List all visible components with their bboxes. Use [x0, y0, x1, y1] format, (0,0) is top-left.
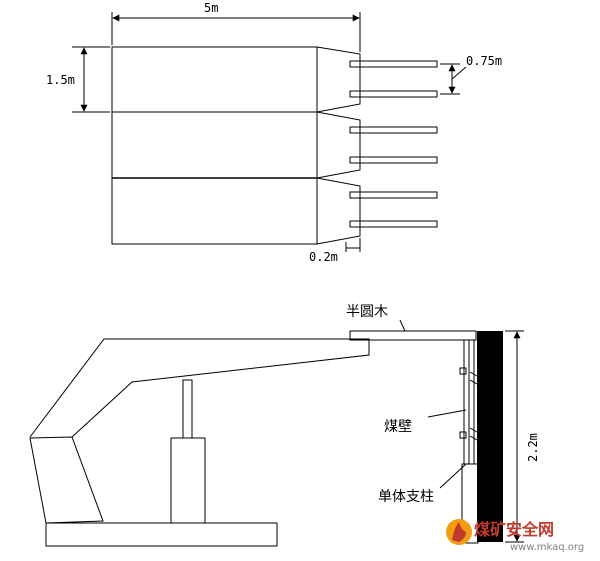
- single-prop: [463, 339, 470, 465]
- canopy-head-1: [316, 46, 361, 113]
- wall-height-label: 2.2m: [526, 433, 540, 462]
- coal-wall-label: 煤壁: [384, 419, 412, 435]
- coal-wall: [477, 331, 503, 542]
- side-view: [29, 319, 524, 547]
- spacing-label: 0.75m: [466, 54, 502, 68]
- shield-body-2: [111, 111, 318, 179]
- width-label: 5m: [204, 1, 218, 15]
- height-label: 1.5m: [46, 73, 75, 87]
- front-beam: [349, 126, 438, 134]
- flame-logo: [446, 519, 472, 545]
- half-log-label: 半圆木: [346, 304, 388, 320]
- watermark: 煤矿安全网 www.mkaq.org: [446, 519, 584, 553]
- front-beam: [349, 156, 438, 164]
- prop-clamp: [459, 431, 467, 439]
- watermark-text: 煤矿安全网: [474, 520, 554, 539]
- gap-label: 0.2m: [309, 250, 338, 264]
- base-plate: [45, 522, 278, 547]
- front-beam: [349, 90, 438, 98]
- single-prop-label: 单体支柱: [378, 489, 434, 505]
- prop-clamp: [459, 367, 467, 375]
- single-prop: [468, 339, 475, 465]
- canopy-head-3: [316, 177, 361, 245]
- hydraulic-leg-upper: [182, 379, 193, 439]
- canopy-head-2: [316, 111, 361, 179]
- top-view: [72, 12, 467, 252]
- front-shovel: [29, 436, 104, 524]
- front-beam: [349, 191, 438, 199]
- hydraulic-leg-cylinder: [170, 437, 206, 524]
- watermark-url: www.mkaq.org: [510, 542, 584, 553]
- half-round-timber: [349, 330, 477, 341]
- shield-body-1: [111, 46, 318, 113]
- shield-body-3: [111, 177, 318, 245]
- canopy-arm: [29, 338, 370, 438]
- front-beam: [349, 60, 438, 68]
- coal-face-hatch: [469, 371, 478, 441]
- front-beam: [349, 220, 438, 228]
